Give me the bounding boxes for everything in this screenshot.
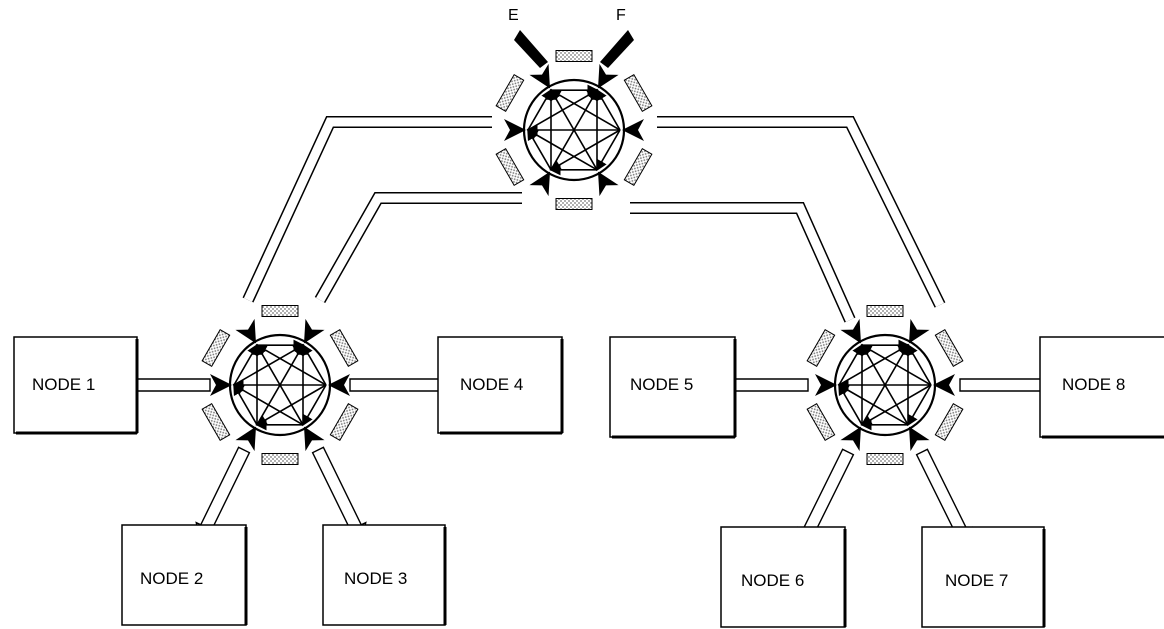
node-label-8: NODE 8	[1062, 375, 1125, 394]
hub-left-frame-segment	[201, 328, 231, 368]
node-label-1: NODE 1	[32, 375, 95, 394]
hub-left-port-head	[210, 374, 232, 396]
hub-right-port-head	[933, 374, 955, 396]
hub-top-port-head	[622, 119, 644, 141]
node-box-4: NODE 4	[437, 336, 564, 435]
hub-top-frame-segment	[555, 198, 593, 210]
port-label-f: F	[616, 7, 626, 24]
hub-left-mesh-line	[233, 343, 258, 386]
hub-right-mesh-line	[838, 343, 863, 386]
hub-top-mesh-line	[527, 128, 552, 171]
hub-left-frame-segment	[329, 328, 359, 368]
node-label-4: NODE 4	[460, 375, 523, 394]
hub-left-port-head	[235, 318, 256, 344]
hub-top-port-head	[598, 63, 619, 89]
hub-right-mesh-line	[861, 343, 909, 426]
hub-top-port-head	[529, 63, 550, 89]
hub-right-port-head	[909, 426, 930, 452]
hub-left-frame-segment	[261, 305, 299, 317]
hub-top-port-head	[598, 171, 619, 197]
node-box-6: NODE 6	[720, 526, 847, 628]
node-box-7: NODE 7	[921, 526, 1046, 628]
node-label-5: NODE 5	[630, 375, 693, 394]
port-e-arrow	[514, 30, 548, 68]
hub-top-mesh-line	[596, 129, 621, 172]
hub-right-frame-segment	[866, 453, 904, 465]
hub-top	[495, 30, 653, 210]
hub-left-port-head	[235, 426, 256, 452]
hub-left-mesh-line	[233, 344, 305, 386]
hub-right-frame-segment	[866, 305, 904, 317]
hub-top-frame-segment	[555, 50, 593, 62]
hub-left-port-head	[304, 318, 325, 344]
hub-top-mesh-line	[527, 88, 552, 131]
hub-right-frame-segment	[934, 402, 964, 442]
hub-top-mesh-line	[550, 88, 598, 171]
node-label-7: NODE 7	[945, 571, 1008, 590]
link-top-left-inner-fill	[316, 193, 522, 303]
hub-top-frame-segment	[623, 73, 653, 113]
hub-right-mesh-line	[838, 383, 863, 426]
hub-right-mesh-line	[838, 344, 910, 386]
link-top-left-outer-fill	[243, 117, 492, 302]
hub-top-frame-segment	[623, 147, 653, 187]
link-top-right-inner-outline	[630, 202, 856, 323]
port-label-e: E	[508, 7, 519, 24]
link-top-right-outer-fill	[657, 117, 945, 307]
hub-left-mesh-line	[233, 383, 258, 426]
hub-left-frame-segment	[201, 402, 231, 442]
hub-top-frame-segment	[495, 147, 525, 187]
node-box-8: NODE 8	[1039, 336, 1164, 439]
node-label-6: NODE 6	[741, 571, 804, 590]
hub-top-port-head	[529, 171, 550, 197]
node-box-2: NODE 2	[121, 524, 248, 626]
hub-left-port-head	[328, 374, 350, 396]
hub-links	[242, 116, 946, 323]
hub-top-mesh-line	[527, 89, 599, 131]
node-box-1: NODE 1	[13, 336, 139, 435]
hub-right	[806, 305, 964, 465]
hub-top-frame-segment	[495, 73, 525, 113]
hub-top-port-head	[504, 119, 526, 141]
hub-right-port-head	[840, 318, 861, 344]
hub-left-mesh-line	[256, 343, 304, 426]
hub-right-frame-segment	[806, 402, 836, 442]
node-connectors	[118, 372, 1064, 547]
hub-left-port-head	[304, 426, 325, 452]
node-box-3: NODE 3	[322, 524, 447, 626]
hub-left-frame-segment	[261, 453, 299, 465]
node-box-5: NODE 5	[609, 336, 737, 439]
hub-left-mesh-line	[302, 384, 327, 427]
hub-right-port-head	[909, 318, 930, 344]
hub-right-frame-segment	[934, 328, 964, 368]
hub-right-frame-segment	[806, 328, 836, 368]
hub-right-mesh-line	[907, 384, 932, 427]
hub-right-port-head	[815, 374, 837, 396]
link-top-right-inner-fill	[630, 203, 855, 322]
hub-left-frame-segment	[329, 402, 359, 442]
node-label-3: NODE 3	[344, 569, 407, 588]
node-label-2: NODE 2	[140, 569, 203, 588]
port-f-arrow	[600, 30, 634, 68]
hub-left	[201, 305, 359, 465]
hub-right-port-head	[840, 426, 861, 452]
